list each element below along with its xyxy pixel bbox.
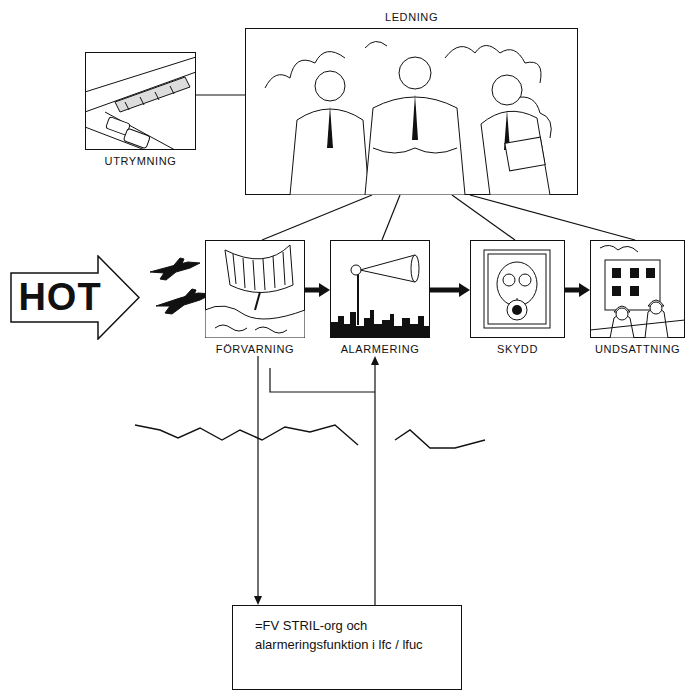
threat-label: HOT (18, 276, 101, 319)
shelter-picture: SKYDD (470, 240, 565, 356)
line (305, 288, 319, 293)
flow-arrow (430, 283, 470, 297)
arrowhead (371, 356, 379, 365)
illustration (330, 240, 430, 338)
connector-line (382, 195, 400, 240)
picture-label: SKYDD (470, 342, 565, 356)
line (382, 195, 400, 240)
connector-line (196, 95, 245, 96)
picture-label: FÖRVARNING (205, 342, 305, 356)
connector-line (470, 195, 635, 240)
line (262, 195, 372, 240)
flow-arrow (565, 283, 590, 297)
illustration (85, 52, 196, 150)
rescue-picture: UNDSATTNING (590, 240, 685, 356)
evacuation-picture: UTRYMNING (85, 52, 196, 168)
line (257, 356, 258, 596)
picture-label: ALARMERING (330, 342, 430, 356)
illustration (590, 240, 685, 338)
line (374, 365, 375, 605)
command-picture: LEDNING (245, 10, 578, 195)
arrowhead (579, 283, 590, 297)
line (452, 195, 515, 240)
illustration (205, 240, 305, 338)
alarm-picture: ALARMERING (330, 240, 430, 356)
illustration (245, 28, 578, 195)
wavy-line (395, 430, 485, 448)
arrowhead (459, 283, 470, 297)
wavy-line (135, 425, 358, 445)
picture-frame (245, 28, 578, 195)
note-box: =FV STRIL-org och alarmeringsfunktion i … (232, 605, 462, 690)
picture-frame (330, 240, 430, 338)
line (470, 195, 635, 240)
picture-label: LEDNING (245, 10, 578, 24)
connector-line (371, 356, 379, 605)
connector-line (452, 195, 515, 240)
picture-frame (590, 240, 685, 338)
arrowhead (254, 596, 262, 605)
arrowhead (319, 283, 330, 297)
bracket-line (270, 368, 375, 392)
picture-label: UNDSATTNING (590, 342, 685, 356)
connector-line (262, 195, 372, 240)
line (565, 288, 579, 293)
connector-line (254, 356, 262, 605)
illustration (470, 240, 565, 338)
picture-frame (470, 240, 565, 338)
note-text: =FV STRIL-org och alarmeringsfunktion i … (255, 616, 451, 654)
line (430, 288, 459, 293)
picture-frame (85, 52, 196, 150)
picture-label: UTRYMNING (85, 154, 196, 168)
line (196, 94, 245, 95)
warning-picture: FÖRVARNING (205, 240, 305, 356)
picture-frame (205, 240, 305, 338)
threat-arrow: HOT (10, 255, 140, 340)
flow-arrow (305, 283, 330, 297)
aircraft (150, 258, 212, 314)
